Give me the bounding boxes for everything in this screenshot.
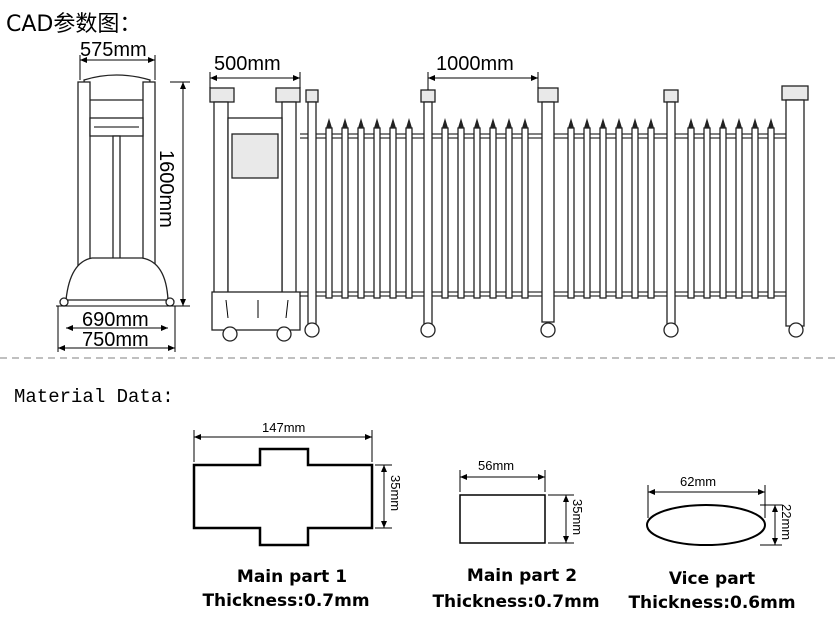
- part-1-height: 35mm: [388, 475, 403, 511]
- vice-part-thickness: Thickness:0.6mm: [628, 593, 795, 613]
- side-view: [56, 55, 190, 352]
- part-2-height: 35mm: [570, 499, 585, 535]
- dim-base-outer: 750mm: [82, 329, 149, 351]
- dim-base-inner: 690mm: [82, 309, 149, 331]
- vice-part-height: 22mm: [779, 504, 794, 540]
- part-2-width: 56mm: [478, 458, 514, 473]
- dim-top-width: 575mm: [80, 39, 147, 61]
- dim-head-width: 500mm: [214, 53, 281, 75]
- dim-section-width: 1000mm: [436, 53, 514, 75]
- dim-height: 1600mm: [155, 150, 177, 228]
- part-2-name: Main part 2: [467, 566, 577, 586]
- vice-part-profile: [646, 485, 782, 546]
- page-title: CAD参数图：: [6, 12, 142, 37]
- front-view: [209, 72, 809, 342]
- part-2-profile: [459, 470, 574, 544]
- part-1-width: 147mm: [262, 420, 305, 435]
- part-1-thickness: Thickness:0.7mm: [202, 591, 369, 611]
- part-2-thickness: Thickness:0.7mm: [432, 592, 599, 612]
- vice-part-name: Vice part: [669, 569, 755, 589]
- part-1-profile: [192, 430, 392, 547]
- part-1-name: Main part 1: [237, 567, 347, 587]
- material-section-title: Material Data:: [14, 386, 174, 408]
- vice-part-width: 62mm: [680, 474, 716, 489]
